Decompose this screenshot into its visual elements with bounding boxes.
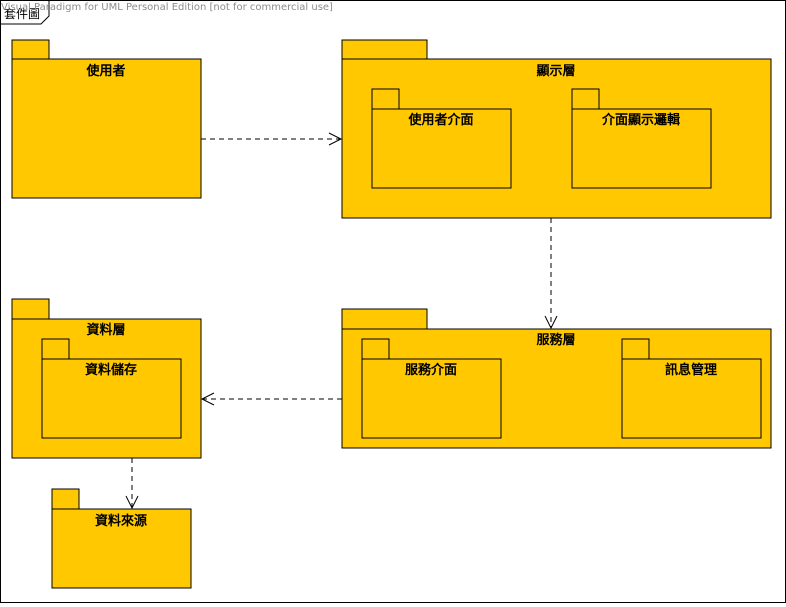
dependency-data-layer-to-data-source[interactable] — [125, 458, 139, 510]
package-ui-logic[interactable]: 介面顯示邏輯 — [571, 88, 712, 189]
package-ui[interactable]: 使用者介面 — [371, 88, 512, 189]
package-name: 資料儲存 — [85, 362, 137, 378]
dependency-service-to-data-layer[interactable] — [200, 392, 342, 406]
arrow-head-icon — [328, 132, 343, 146]
package-name: 使用者 — [85, 63, 125, 79]
package-body — [41, 358, 182, 439]
package-message-mgmt[interactable]: 訊息管理 — [621, 338, 762, 439]
watermark: Visual Paradigm for UML Personal Edition… — [1, 2, 333, 13]
dependency-presentation-to-service[interactable] — [544, 218, 558, 330]
arrow-head-icon — [544, 315, 558, 330]
package-name: 使用者介面 — [407, 112, 473, 128]
package-body — [371, 108, 512, 189]
package-tab — [361, 338, 390, 360]
package-data-storage[interactable]: 資料儲存 — [41, 338, 182, 439]
package-tab — [11, 298, 50, 320]
package-data-source[interactable]: 資料來源 — [51, 488, 192, 589]
dependency-user-to-presentation[interactable] — [201, 132, 343, 146]
package-tab — [41, 338, 70, 360]
package-body — [621, 358, 762, 439]
package-tab — [371, 88, 400, 110]
package-name: 服務層 — [536, 332, 575, 348]
frame-label: 套件圖 — [4, 7, 40, 21]
frame-label-tab — [0, 0, 50, 25]
package-body — [361, 358, 502, 439]
package-tab — [11, 39, 50, 60]
package-name: 顯示層 — [536, 64, 575, 79]
package-user[interactable]: 使用者 — [11, 39, 202, 199]
package-tab — [51, 488, 80, 510]
package-service[interactable]: 服務層 服務介面 訊息管理 — [341, 308, 772, 449]
package-service-interface[interactable]: 服務介面 — [361, 338, 502, 439]
package-tab — [341, 39, 428, 60]
package-body — [11, 58, 202, 199]
package-body — [571, 108, 712, 189]
package-name: 訊息管理 — [665, 362, 717, 378]
package-tab — [571, 88, 600, 110]
package-body — [51, 508, 192, 589]
package-tab — [341, 308, 428, 330]
package-name: 資料來源 — [95, 513, 147, 529]
package-name: 服務介面 — [405, 362, 457, 378]
package-presentation[interactable]: 顯示層 使用者介面 介面顯示邏輯 — [341, 39, 772, 219]
arrow-head-icon — [125, 495, 139, 510]
package-data-layer[interactable]: 資料層 資料儲存 — [11, 298, 202, 459]
package-tab — [621, 338, 650, 360]
package-name: 資料層 — [86, 322, 125, 338]
arrow-head-icon — [200, 392, 215, 406]
package-name: 介面顯示邏輯 — [601, 112, 680, 128]
